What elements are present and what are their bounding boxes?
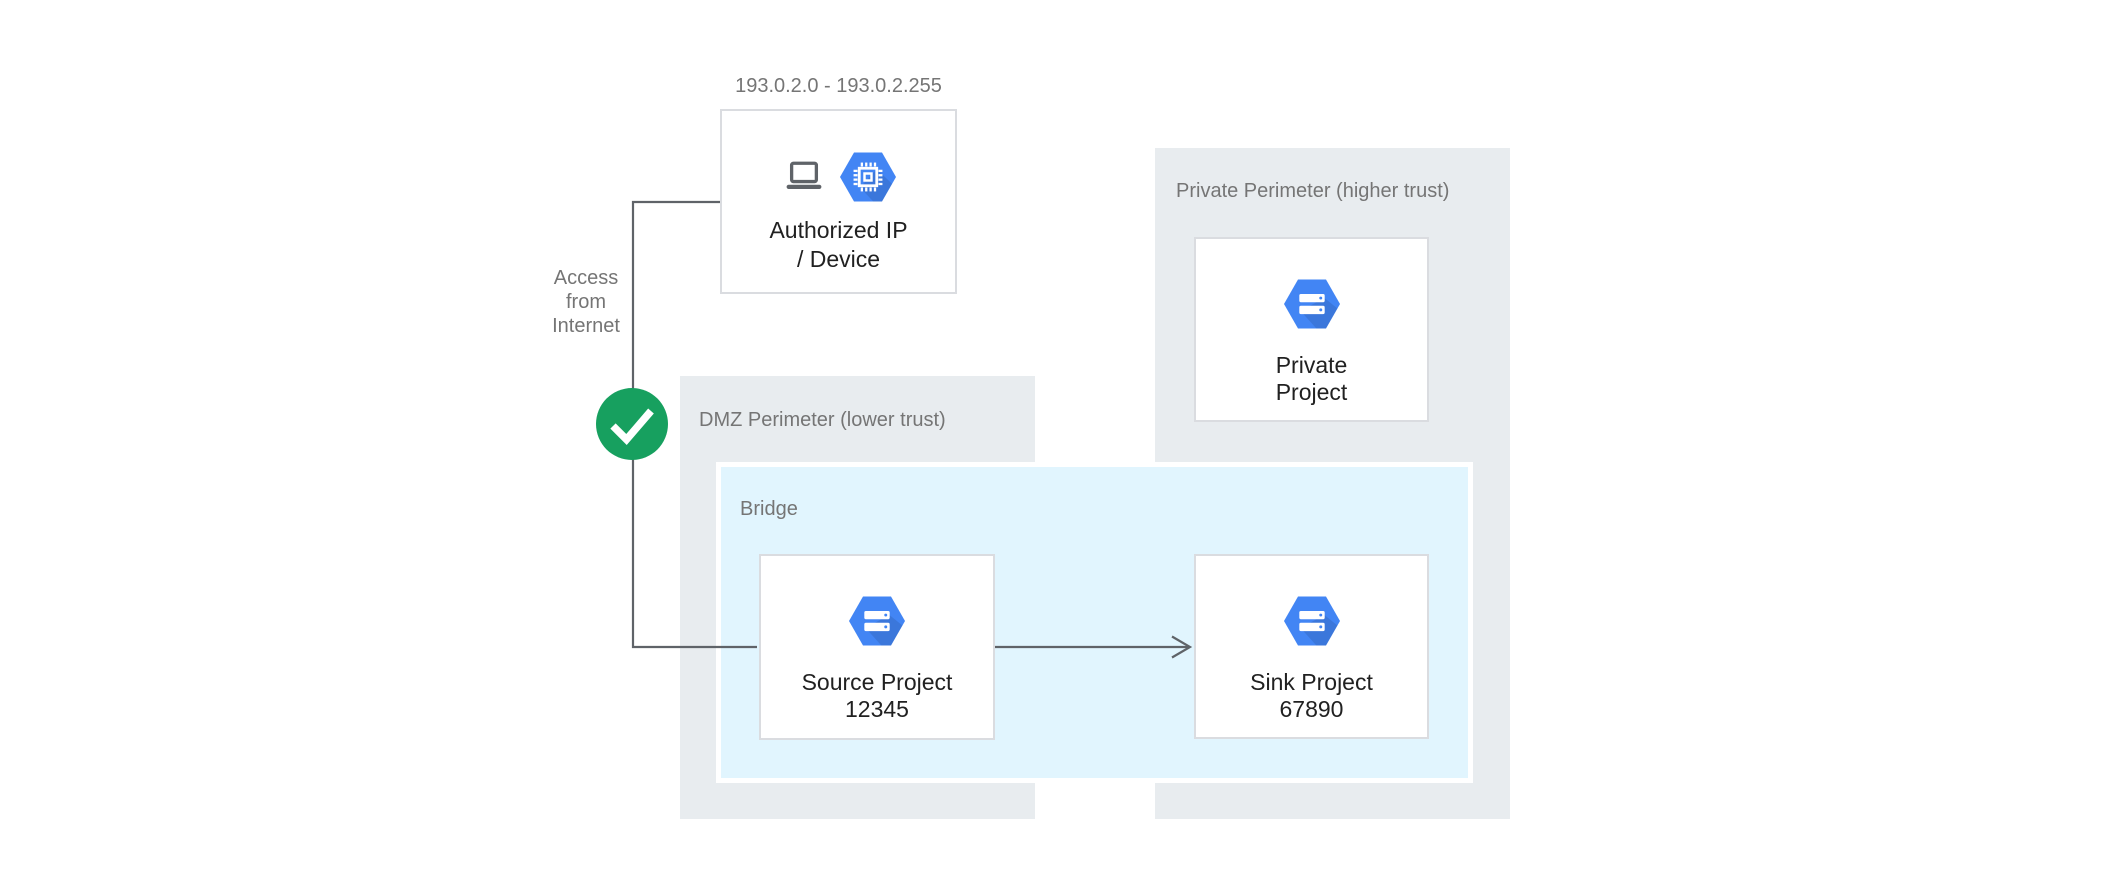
private-project-title: Private Project: [1196, 352, 1427, 406]
authorized-node-icons: [722, 151, 955, 203]
project-hexagon-icon: [849, 596, 905, 646]
laptop-icon: [786, 161, 821, 190]
dmz-perimeter-label: DMZ Perimeter (lower trust): [699, 409, 946, 431]
private-project-node: Private Project: [1194, 237, 1429, 422]
ip-range-label: 193.0.2.0 - 193.0.2.255: [735, 75, 942, 97]
private-perimeter-label: Private Perimeter (higher trust): [1176, 180, 1450, 202]
bridge-label: Bridge: [740, 498, 798, 520]
chip-pins: [853, 162, 882, 192]
access-label-line: from: [566, 291, 606, 313]
title-line: Source Project: [801, 669, 953, 695]
title-line: Authorized IP: [769, 217, 908, 243]
project-hexagon-icon: [1283, 279, 1340, 329]
title-line: Project: [1275, 379, 1348, 405]
access-allowed-badge: [596, 388, 668, 460]
title-line: Sink Project: [1250, 669, 1373, 695]
title-line: 67890: [1279, 696, 1344, 722]
project-hexagon-icon: [1283, 596, 1340, 646]
authorized-node-title: Authorized IP / Device: [722, 216, 955, 274]
access-label-line: Internet: [552, 315, 620, 337]
access-label-line: Access: [553, 267, 619, 289]
sink-project-node: Sink Project 67890: [1194, 554, 1429, 739]
title-line: / Device: [796, 246, 881, 272]
source-project-title: Source Project 12345: [761, 669, 993, 723]
source-project-node: Source Project 12345: [759, 554, 995, 740]
title-line: Private: [1275, 352, 1348, 378]
check-icon: [610, 408, 654, 446]
chip-hexagon-icon: [839, 152, 896, 202]
authorized-ip-device-node: Authorized IP / Device: [720, 109, 957, 294]
sink-project-title: Sink Project 67890: [1196, 669, 1427, 723]
access-from-internet-label: Access from Internet: [526, 266, 646, 338]
title-line: 12345: [845, 696, 909, 722]
